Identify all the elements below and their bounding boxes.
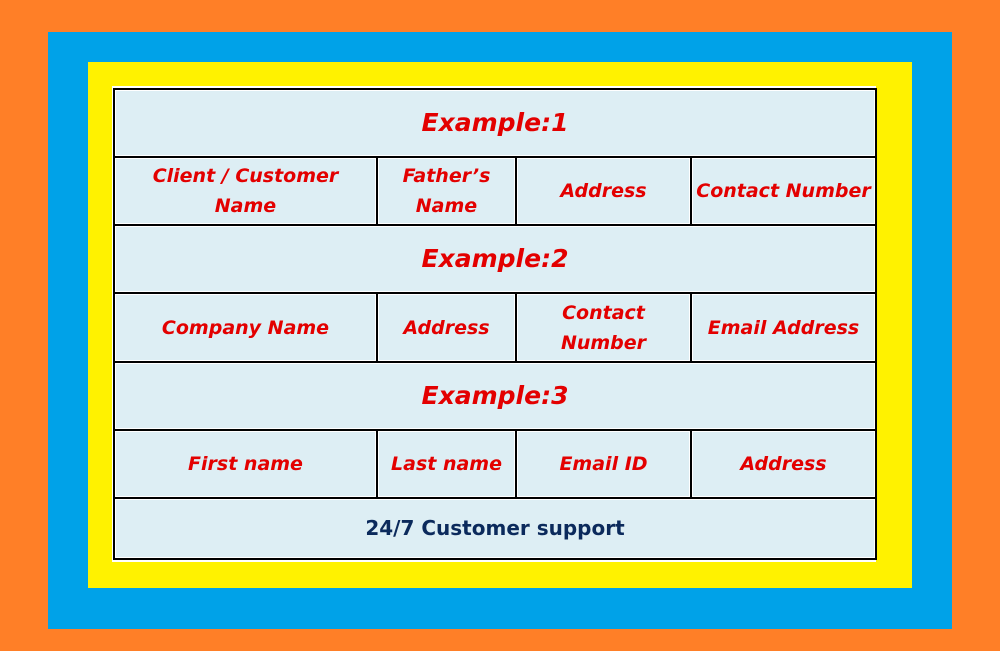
example-2-field-1: Company Name <box>114 293 377 362</box>
example-3-field-1: First name <box>114 429 377 498</box>
example-2-heading-row: Example:2 <box>114 225 876 294</box>
example-1-field-3: Address <box>516 157 691 226</box>
example-1-fields-row: Client / Customer Name Father’s Name Add… <box>114 157 876 226</box>
example-2-field-3: Contact Number <box>516 293 691 362</box>
example-3-heading: Example:3 <box>114 361 876 430</box>
example-1-heading: Example:1 <box>114 89 876 158</box>
example-1-field-2: Father’s Name <box>377 157 516 226</box>
example-2-heading: Example:2 <box>114 225 876 294</box>
examples-table: Example:1 Client / Customer Name Father’… <box>113 88 877 560</box>
example-3-field-3: Email ID <box>516 429 691 498</box>
example-2-field-4: Email Address <box>691 293 876 362</box>
example-1-heading-row: Example:1 <box>114 89 876 158</box>
example-3-fields-row: First name Last name Email ID Address <box>114 429 876 498</box>
example-2-field-2: Address <box>377 293 516 362</box>
example-1-field-1: Client / Customer Name <box>114 157 377 226</box>
example-2-fields-row: Company Name Address Contact Number Emai… <box>114 293 876 362</box>
footer-row: 24/7 Customer support <box>114 497 876 559</box>
customer-support-footer: 24/7 Customer support <box>114 497 876 559</box>
example-3-field-2: Last name <box>377 429 516 498</box>
example-1-field-4: Contact Number <box>691 157 876 226</box>
example-3-heading-row: Example:3 <box>114 361 876 430</box>
example-3-field-4: Address <box>691 429 876 498</box>
